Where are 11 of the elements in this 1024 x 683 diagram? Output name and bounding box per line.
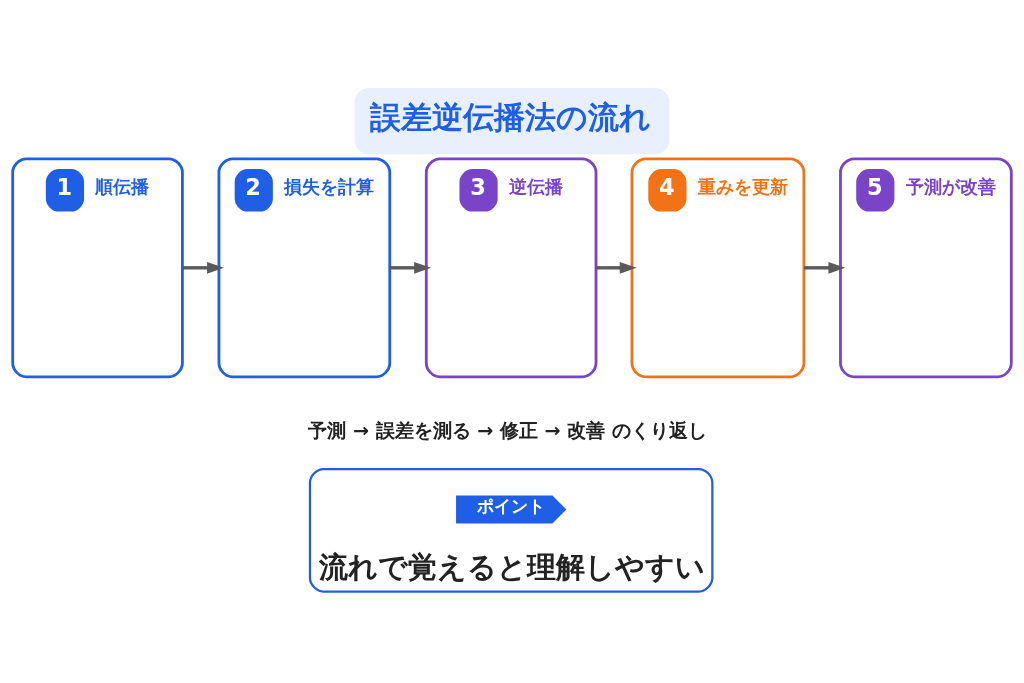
arrow [804,261,846,274]
label: 予測 → 誤差を測る → 修正 → 改善 のくり返し [308,418,707,442]
diagram-title: 誤差逆伝播法の流れ [370,98,652,135]
node-box: 4 重みを更新 [630,156,806,378]
node-box: 3 逆伝播 [424,156,598,378]
arrow [390,261,432,274]
arrow [596,261,637,274]
node-box: 2 損失を計算 [217,156,392,378]
node-box: 1 順伝播 [11,156,184,378]
arrow [182,261,224,274]
node-box: 5 予測が改善 [839,156,1013,378]
